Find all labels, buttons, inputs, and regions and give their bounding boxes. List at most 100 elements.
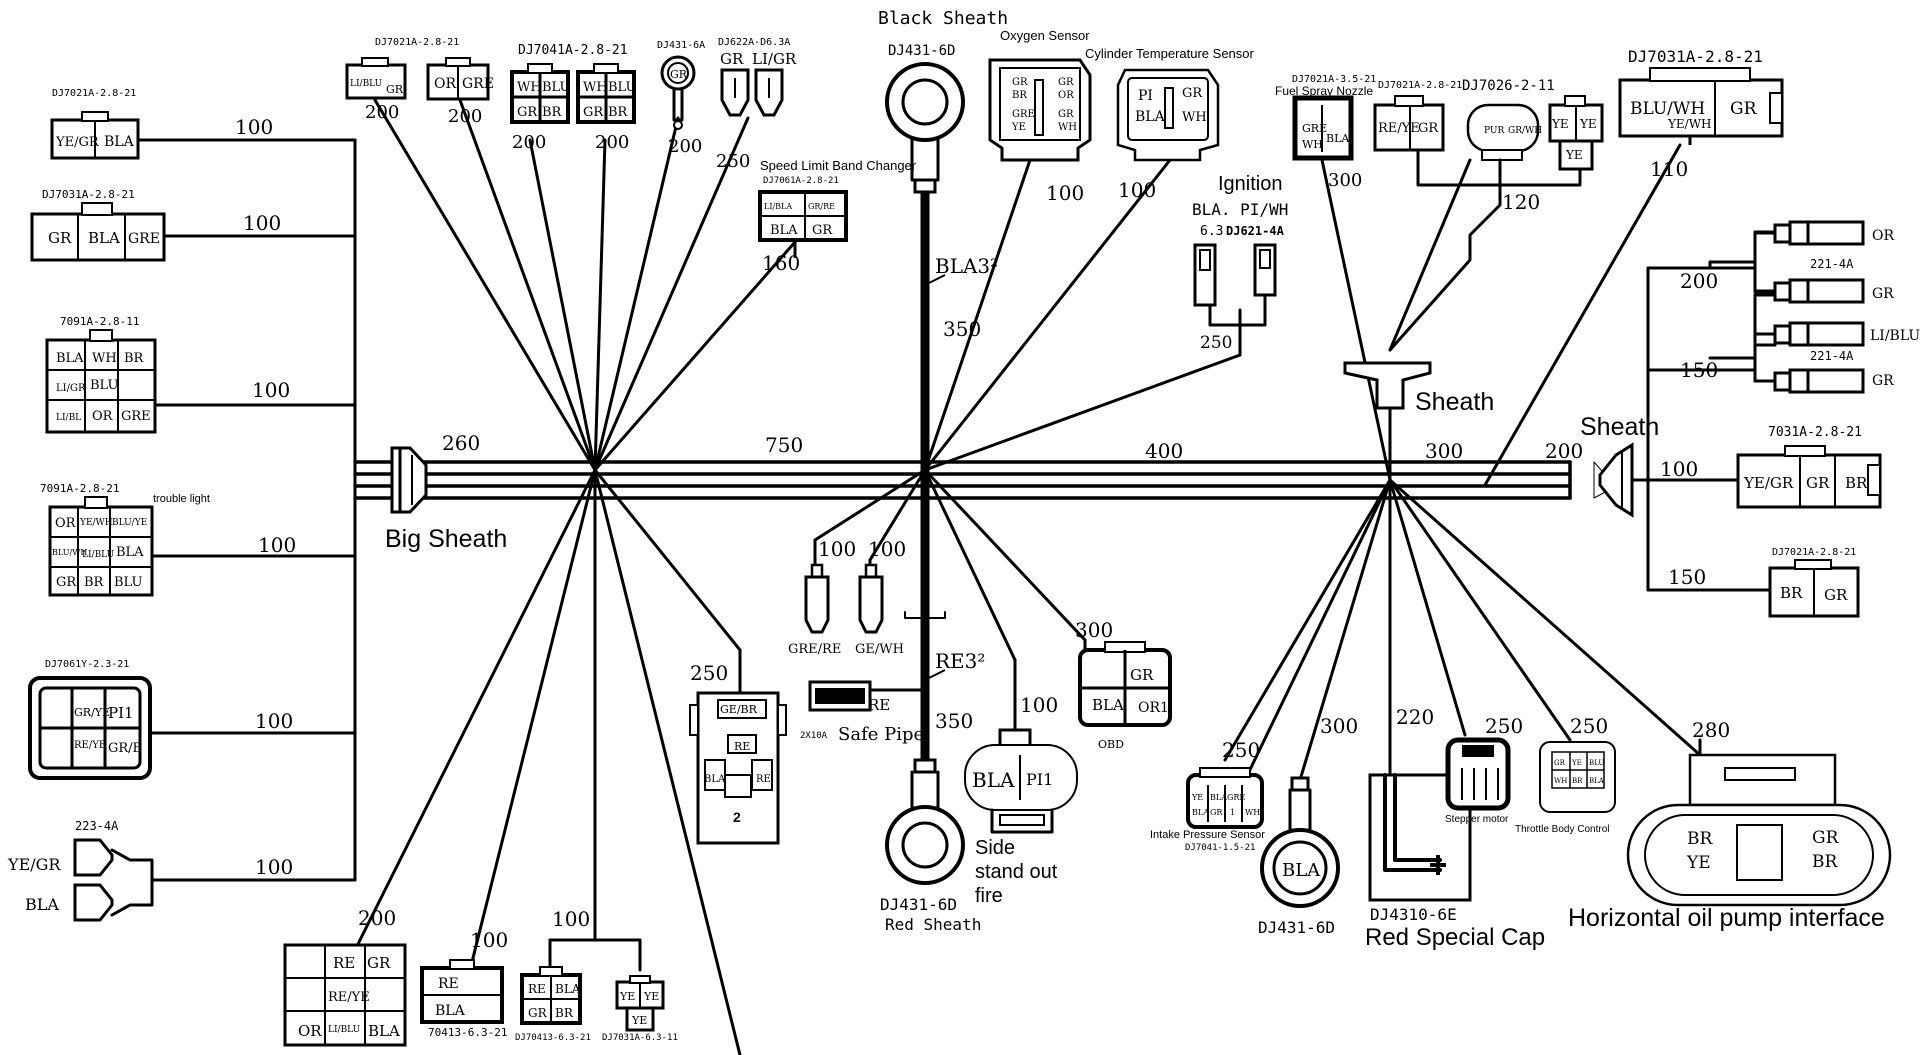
svg-text:GR: GR [1058,109,1074,120]
svg-text:BLU/WH: BLU/WH [52,548,87,557]
svg-text:GR: GR [1554,759,1566,767]
svg-text:LI/BL: LI/BL [56,413,81,423]
svg-text:RE: RE [528,982,546,996]
svg-text:221-4A: 221-4A [1810,349,1854,363]
part-number: DJ431-6A [657,40,705,51]
wire-length: 300 [1328,170,1362,191]
svg-text:YE: YE [1191,793,1203,802]
svg-text:100: 100 [868,537,906,561]
top-connector-2: OR GRE 200 [426,57,494,127]
svg-text:BLU: BLU [542,80,570,95]
svg-text:GR: GR [1730,99,1758,119]
svg-text:GR: GR [1210,808,1223,817]
left-connector-1: DJ7021A-2.8-21 YE/GR BLA 100 [50,88,273,160]
svg-text:RE/YE: RE/YE [328,990,370,1005]
svg-text:GRE: GRE [128,231,160,247]
red-sheath-ring: DJ431-6D Red Sheath [880,758,981,934]
top-right-harness [1388,148,1582,352]
wire-length: 250 [1570,714,1608,738]
svg-text:2: 2 [733,809,741,825]
wire-length: 100 [235,115,273,139]
svg-text:GRE: GRE [1012,109,1035,120]
intake-title: Intake Pressure Sensor [1150,829,1265,841]
black-sheath-title: Black Sheath [878,8,1008,29]
top-connector-5-ring: DJ431-6A GR 200 [657,40,705,157]
part-number: DJ7041-1.5-21 [1185,843,1255,853]
part-number: DJ7026-2-11 [1462,78,1555,94]
svg-text:RE: RE [333,954,355,972]
svg-text:WH: WH [517,80,542,95]
hub-2: BLA3² 350 RE3² 350 [813,158,1242,760]
left-connector-2: DJ7031A-2.8-21 GR BLA GRE 100 [30,188,281,262]
svg-text:BLU: BLU [1589,759,1604,767]
left-connector-5: DJ7061Y-2.3-21 GR/YE PI1 RE/YE GR/B 100 [28,659,293,780]
big-sheath-boot: Big Sheath [385,446,507,553]
svg-text:LI/BLA: LI/BLA [764,202,792,211]
part-number: 7091A-2.8-11 [60,315,139,328]
svg-text:BLA: BLA [25,895,59,914]
red-wire-gauge: RE3² [935,649,985,673]
part-number: 70413-6.3-21 [428,1026,507,1039]
wire-length: 100 [1118,178,1156,202]
big-sheath-label: Big Sheath [385,525,507,553]
svg-text:WH: WH [1182,110,1207,125]
svg-text:LI/GR: LI/GR [56,383,86,394]
svg-text:BLA: BLA [1326,132,1350,145]
wire-length: 100 [1020,693,1058,717]
part-number: DJ7031A-2.8-21 [42,188,135,201]
svg-text:OR: OR [55,516,77,531]
svg-text:Safe Pipe: Safe Pipe [838,724,924,745]
svg-text:LI/BLU: LI/BLU [82,550,115,560]
oxygen-sensor: Oxygen Sensor GR BR GR OR GRE YE GR WH 1… [988,28,1092,205]
bottom-ring-terminal: 300 BLA DJ431-6D [1258,714,1358,937]
svg-text:BLA: BLA [972,768,1015,792]
red-cap-title: Red Special Cap [1365,924,1545,951]
connector-title: Cylinder Temperature Sensor [1085,46,1255,61]
wire-length: 200 [595,132,629,153]
top-connector-6-spade: DJ622A-D6.3A GR LI/GR 250 [716,37,797,172]
oil-pump-title: Horizontal oil pump interface [1568,904,1885,932]
wire-length: 100 [1046,181,1084,205]
black-wire-length: 350 [943,317,981,341]
svg-text:BR: BR [555,1006,574,1020]
svg-text:WH: WH [1245,808,1260,817]
wire-length: 200 [365,102,399,123]
part-number: 7091A-2.8-21 [40,482,119,495]
wire-length: 200 [448,106,482,127]
relay-block: 250 GE/BR RE BLA RE 2 [689,661,787,845]
right-plug-3: LI/BLU [1773,321,1920,347]
wire-length: 250 [1200,333,1232,353]
part-number: DJ7021A-2.8-21 [1378,80,1462,91]
svg-text:BLU: BLU [114,575,142,590]
svg-text:BLA: BLA [1192,808,1209,817]
top-right-length: 120 [1502,190,1540,214]
svg-text:GR: GR [528,1006,548,1020]
svg-text:GR: GR [56,575,77,590]
svg-text:OR1: OR1 [1138,700,1169,716]
svg-text:PI1: PI1 [1026,770,1053,789]
part-number: DJ622A-D6.3A [718,37,790,48]
fuel-spray-nozzle: DJ7021A-3.5-21 Fuel Spray Nozzle GRE WH … [1275,74,1376,191]
svg-text:BLU: BLU [608,80,636,95]
svg-text:LI/GR: LI/GR [752,50,797,68]
part-number: DJ7031A-2.8-21 [1628,47,1763,66]
wire-length: 100 [243,211,281,235]
svg-text:OR: OR [92,409,114,424]
connector-title: Speed Limit Band Changer [760,158,917,173]
mid-sheath-funnel: Sheath [1343,361,1494,416]
cylinder-temp-sensor: Cylinder Temperature Sensor PI GR BLA WH… [1085,46,1255,202]
svg-text:BLA: BLA [56,351,84,366]
svg-text:GR: GR [812,223,833,238]
right-plug-length-200: 200 [1680,269,1718,293]
svg-text:GRE/RE: GRE/RE [788,642,841,657]
svg-text:RE/YE: RE/YE [74,740,106,751]
trunk-length-260: 260 [442,431,480,455]
svg-text:GR: GR [1418,121,1439,136]
svg-text:BLA: BLA [555,982,581,996]
part-number: DJ7061A-2.8-21 [763,176,839,186]
svg-text:BR: BR [542,105,563,120]
right-sheath-label: Sheath [1580,413,1659,441]
svg-text:BLU/YE: BLU/YE [112,518,147,528]
svg-text:BLA: BLA [88,229,120,247]
